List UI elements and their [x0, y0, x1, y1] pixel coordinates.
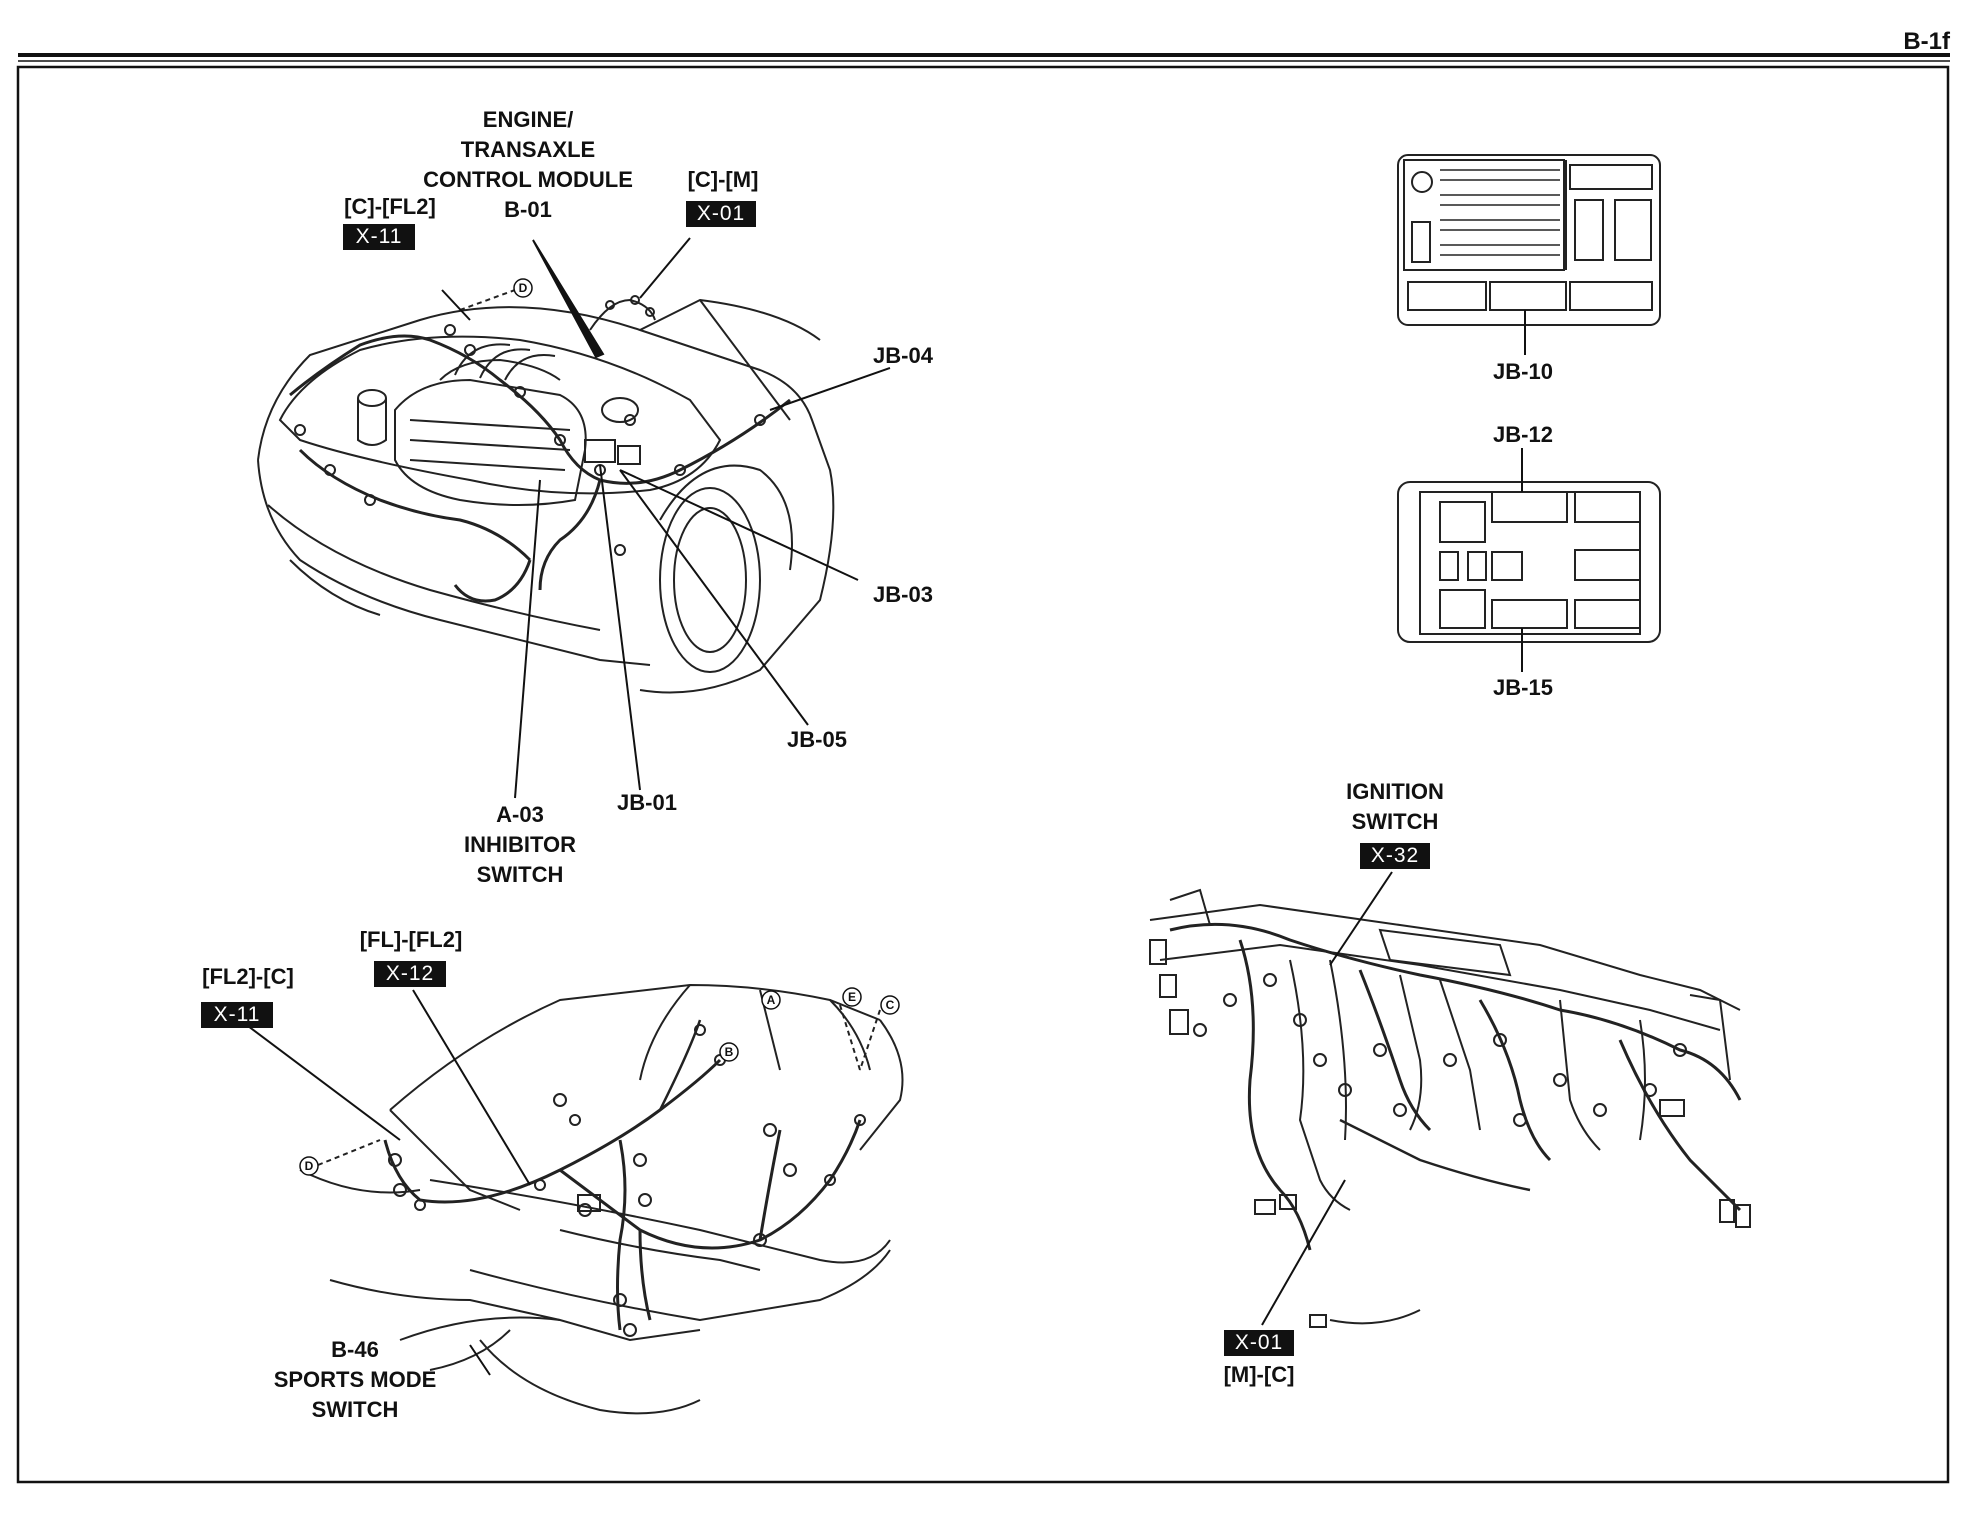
- page-number: B-1f: [1903, 28, 1950, 55]
- marker-d-engine: [513, 278, 533, 298]
- page-frame: [16, 53, 1950, 1484]
- jb03-label: JB-03: [873, 582, 933, 607]
- ecm-label: ENGINE/ TRANSAXLE CONTROL MODULE B-01: [423, 107, 633, 222]
- body-markers: [299, 987, 900, 1176]
- instrument-panel-illustration: [1149, 888, 1751, 1328]
- jb01-label: JB-01: [617, 790, 677, 815]
- marker-b: [719, 1042, 739, 1062]
- jb04-label: JB-04: [873, 343, 933, 368]
- c-fl2-label: [C]-[FL2]: [344, 194, 436, 219]
- jb15-label: JB-15: [1493, 675, 1553, 700]
- jb05-label: JB-05: [787, 727, 847, 752]
- marker-c: [880, 995, 900, 1015]
- x01-connector-tag: X-01: [686, 201, 756, 227]
- m-c-label: [M]-[C]: [1223, 1362, 1295, 1387]
- x11-body-connector-tag: X-11: [201, 1002, 273, 1028]
- marker-a: [761, 990, 781, 1010]
- x01-dash-connector-tag: X-01: [1224, 1330, 1294, 1356]
- sports-mode-switch-label: B-46 SPORTS MODE SWITCH: [273, 1337, 437, 1422]
- marker-c-label: C: [885, 998, 895, 1012]
- marker-e-label: E: [847, 990, 856, 1004]
- marker-d-body: [299, 1156, 319, 1176]
- jb10-label: JB-10: [1493, 359, 1553, 384]
- marker-a-label: A: [766, 993, 776, 1007]
- c-m-label: [C]-[M]: [687, 167, 759, 192]
- body-leader-lines: [239, 989, 531, 1376]
- dash-leader-lines: [1261, 871, 1393, 1326]
- body-interior-illustration: [299, 983, 904, 1415]
- jb12-label: JB-12: [1493, 422, 1553, 447]
- inhibitor-switch-label: A-03 INHIBITOR SWITCH: [463, 802, 577, 887]
- fl2-c-label: [FL2]-[C]: [202, 964, 294, 989]
- marker-d-engine-label: D: [518, 281, 528, 295]
- fl-fl2-label: [FL]-[FL2]: [359, 927, 463, 952]
- marker-b-label: B: [724, 1045, 734, 1059]
- ignition-switch-label: IGNITION SWITCH: [1346, 779, 1444, 834]
- jb12-jb15-junction-box: [1397, 481, 1661, 643]
- marker-d-body-label: D: [304, 1159, 314, 1173]
- x12-connector-tag: X-12: [374, 961, 446, 987]
- x32-connector-tag: X-32: [1360, 843, 1430, 869]
- jb10-junction-box: [1397, 154, 1661, 326]
- engine-compartment-illustration: [257, 289, 835, 694]
- marker-e: [842, 987, 862, 1007]
- engine-leader-lines: [441, 237, 891, 799]
- x11-connector-tag: X-11: [343, 224, 415, 250]
